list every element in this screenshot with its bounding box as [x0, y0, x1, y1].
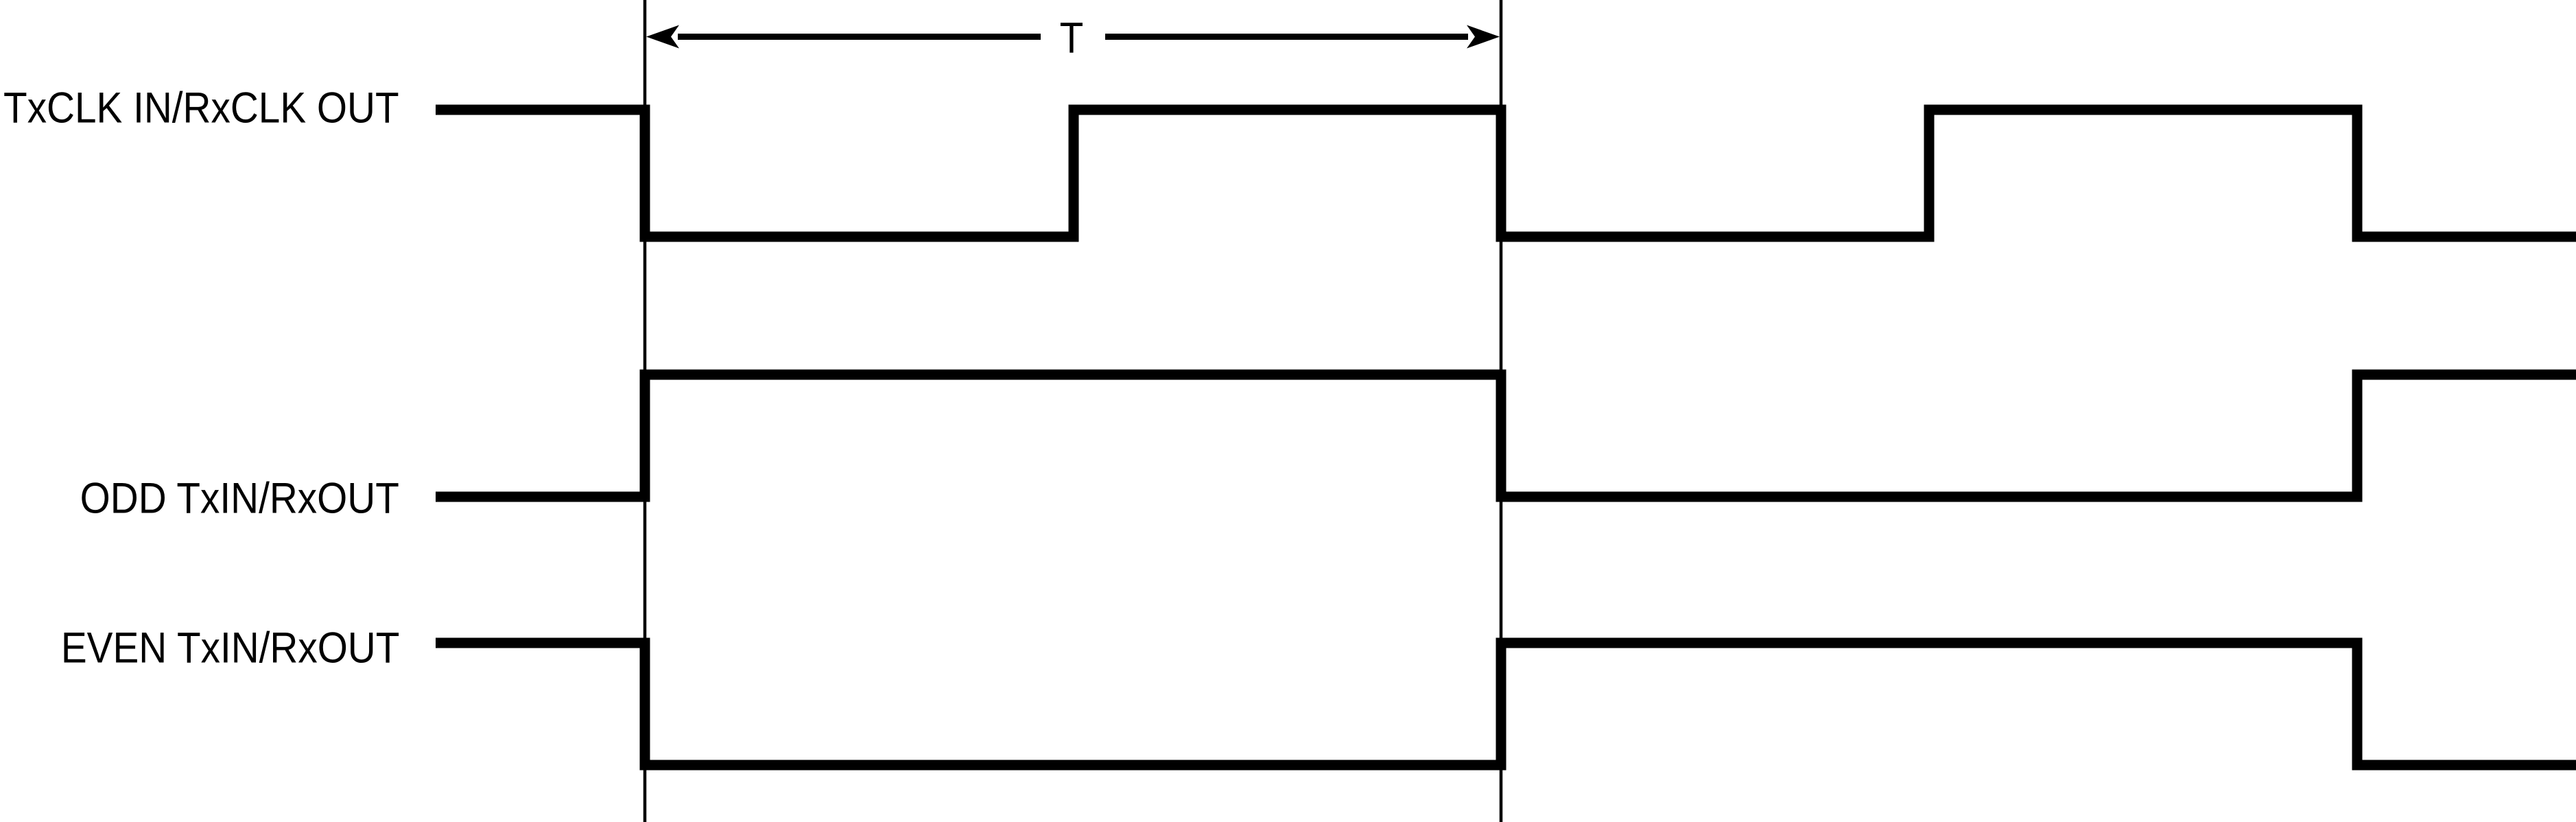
waveform-even: [436, 637, 2576, 771]
period-label: T: [1059, 14, 1084, 62]
signal-label-clock: TxCLK IN/RxCLK OUT: [3, 84, 399, 132]
signal-label-odd: ODD TxIN/RxOUT: [80, 474, 399, 523]
arrowhead-left-icon: [646, 25, 679, 49]
signal-label-even: EVEN TxIN/RxOUT: [60, 624, 399, 672]
waveform-clock: [436, 104, 2576, 242]
arrowhead-right-icon: [1467, 25, 1500, 49]
waveform-odd: [436, 369, 2576, 502]
